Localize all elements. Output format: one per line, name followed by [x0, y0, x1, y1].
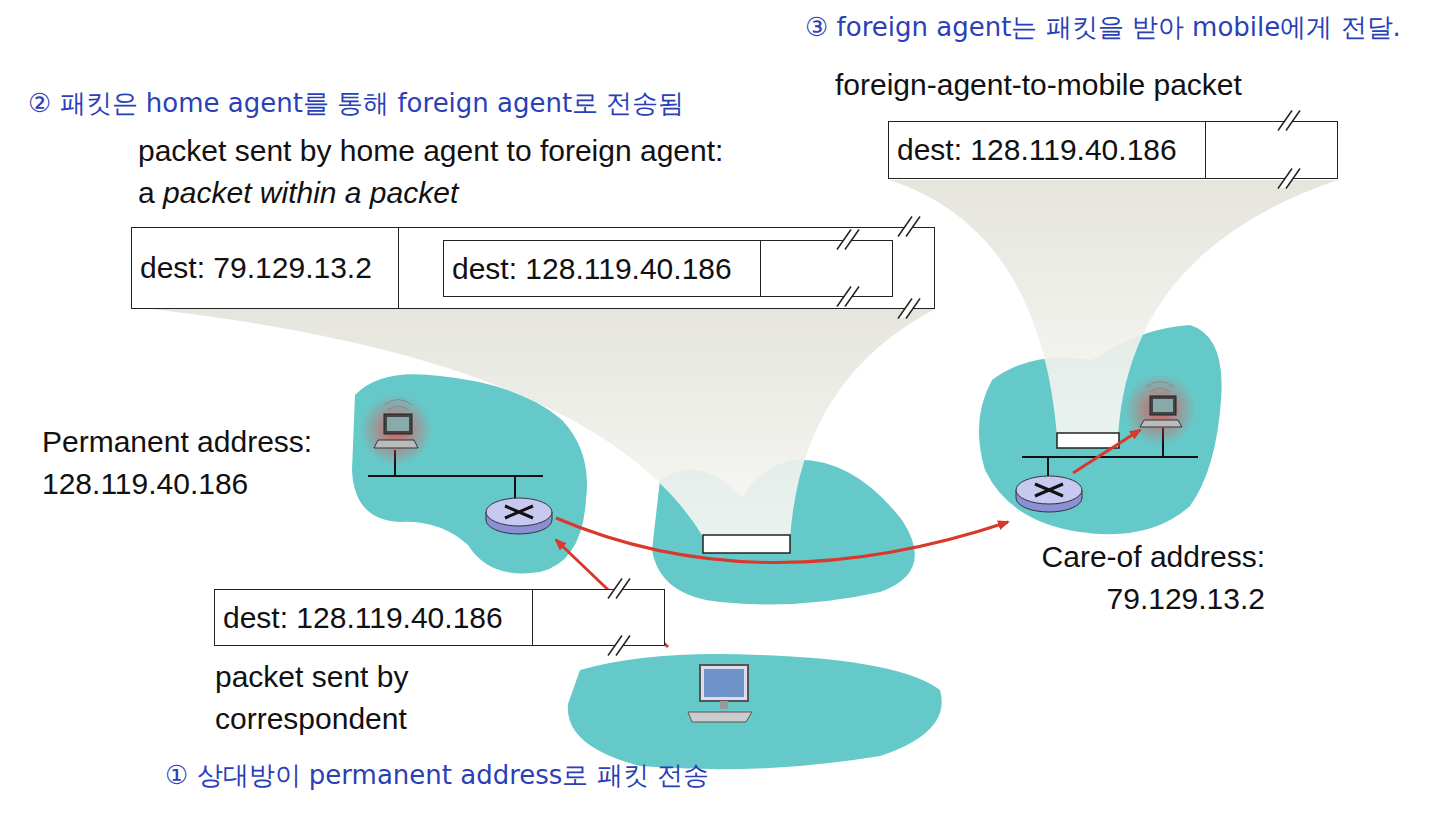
- router-icon: [486, 498, 552, 534]
- packet-icon: [1057, 433, 1119, 448]
- annotation: ① 상대방이 permanent address로 패킷 전송: [165, 758, 709, 792]
- break-mark: [132, 228, 936, 310]
- packet-address: dest: 79.129.13.2: [140, 251, 372, 285]
- laptop-icon: [374, 400, 418, 449]
- break-mark: [889, 122, 1339, 180]
- packet-address: dest: 128.119.40.186: [223, 601, 503, 635]
- header-cell: dest: 128.119.40.186: [215, 590, 533, 645]
- header-cell: dest: 79.129.13.2: [132, 228, 399, 308]
- signal-glow: [1124, 374, 1196, 446]
- correspondent-network: [568, 654, 942, 769]
- packet-address: dest: 128.119.40.186: [897, 133, 1177, 167]
- router-icon: [1016, 476, 1082, 512]
- callout-title: packet sent by correspondent: [215, 656, 475, 740]
- callout-wedge: [890, 180, 1338, 436]
- annotation: ③ foreign agent는 패킷을 받아 mobile에게 전달.: [805, 10, 1401, 44]
- header-cell: dest: 128.119.40.186: [444, 241, 761, 296]
- packet-box: dest: 128.119.40.186: [443, 240, 893, 297]
- packet-icon: [703, 535, 790, 553]
- address-label: Care-of address: 79.129.13.2: [1000, 536, 1265, 620]
- address-label: Permanent address: 128.119.40.186: [42, 421, 342, 505]
- packet-address: dest: 128.119.40.186: [452, 252, 732, 286]
- packet-box: dest: 128.119.40.186: [888, 121, 1338, 179]
- header-cell: dest: 128.119.40.186: [889, 122, 1206, 178]
- desktop-icon: [688, 665, 752, 722]
- route-arrow: [556, 518, 1008, 563]
- packet-box: dest: 128.119.40.186: [214, 589, 665, 646]
- callout-wedge: [150, 309, 935, 540]
- signal-glow: [360, 394, 432, 466]
- callout-title: packet within a packet: [163, 176, 458, 209]
- packet-box: dest: 79.129.13.2 dest: 128.119.40.186: [131, 227, 935, 309]
- annotation: ② 패킷은 home agent를 통해 foreign agent로 전송됨: [28, 86, 684, 120]
- laptop-icon: [1140, 382, 1182, 428]
- callout-title: foreign-agent-to-mobile packet: [835, 64, 1242, 106]
- route-arrow: [1073, 430, 1140, 473]
- break-mark: [444, 241, 894, 298]
- callout-title: packet sent by home agent to foreign age…: [138, 130, 738, 214]
- break-mark: [215, 590, 666, 647]
